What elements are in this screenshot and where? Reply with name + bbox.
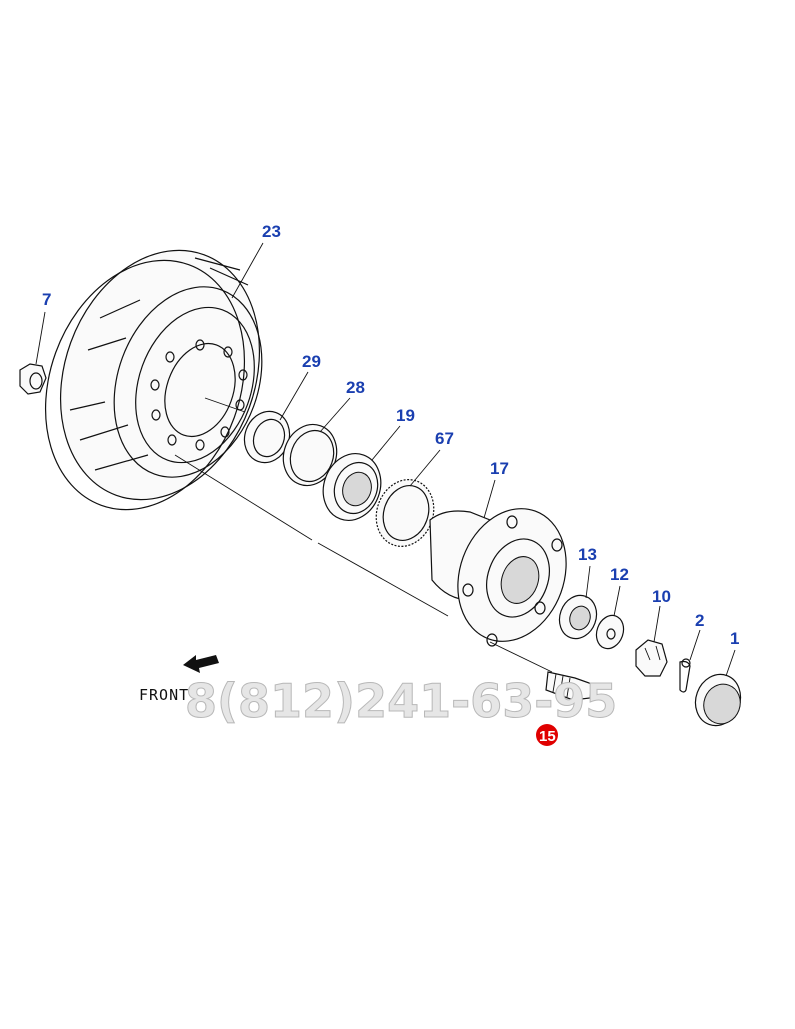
highlight-number: 15 [539, 728, 556, 745]
callout-2[interactable]: 2 [695, 611, 704, 630]
callout-12[interactable]: 12 [610, 565, 629, 584]
highlight-marker-15[interactable]: 15 [536, 724, 558, 746]
highlight-badge [536, 724, 558, 746]
watermark-phone: 8(812)241-63-95 [185, 674, 617, 728]
callout-7[interactable]: 7 [42, 290, 51, 309]
front-label: FRONT [139, 686, 189, 704]
front-arrow-icon [183, 655, 219, 673]
leader-lines [35, 242, 736, 677]
brake-drum[interactable] [12, 222, 293, 538]
wheel-stud-15[interactable] [545, 671, 593, 701]
callout-1[interactable]: 1 [730, 629, 739, 648]
washer-12[interactable] [592, 612, 628, 653]
drum-bolt-holes [150, 339, 248, 451]
bearing-19[interactable] [314, 445, 390, 528]
castle-nut-10[interactable] [635, 639, 668, 677]
callout-13[interactable]: 13 [578, 545, 597, 564]
front-indicator: FRONT [139, 655, 219, 704]
callout-29[interactable]: 29 [302, 352, 321, 371]
assembly-center-lines [174, 397, 553, 673]
callout-10[interactable]: 10 [652, 587, 671, 606]
callout-28[interactable]: 28 [346, 378, 365, 397]
wheel-hub[interactable] [429, 493, 584, 656]
callout-17[interactable]: 17 [490, 459, 509, 478]
callout-23[interactable]: 23 [262, 222, 281, 241]
callout-19[interactable]: 19 [396, 406, 415, 425]
cotter-pin-2[interactable] [679, 658, 691, 693]
wheel-nut[interactable] [19, 363, 47, 395]
bearing-13[interactable] [554, 590, 603, 644]
part-callouts: 23 7 29 28 19 67 17 13 12 10 2 1 [42, 222, 739, 648]
callout-67[interactable]: 67 [435, 429, 454, 448]
hub-cap-1[interactable] [688, 668, 747, 732]
ring-28[interactable] [275, 417, 345, 493]
